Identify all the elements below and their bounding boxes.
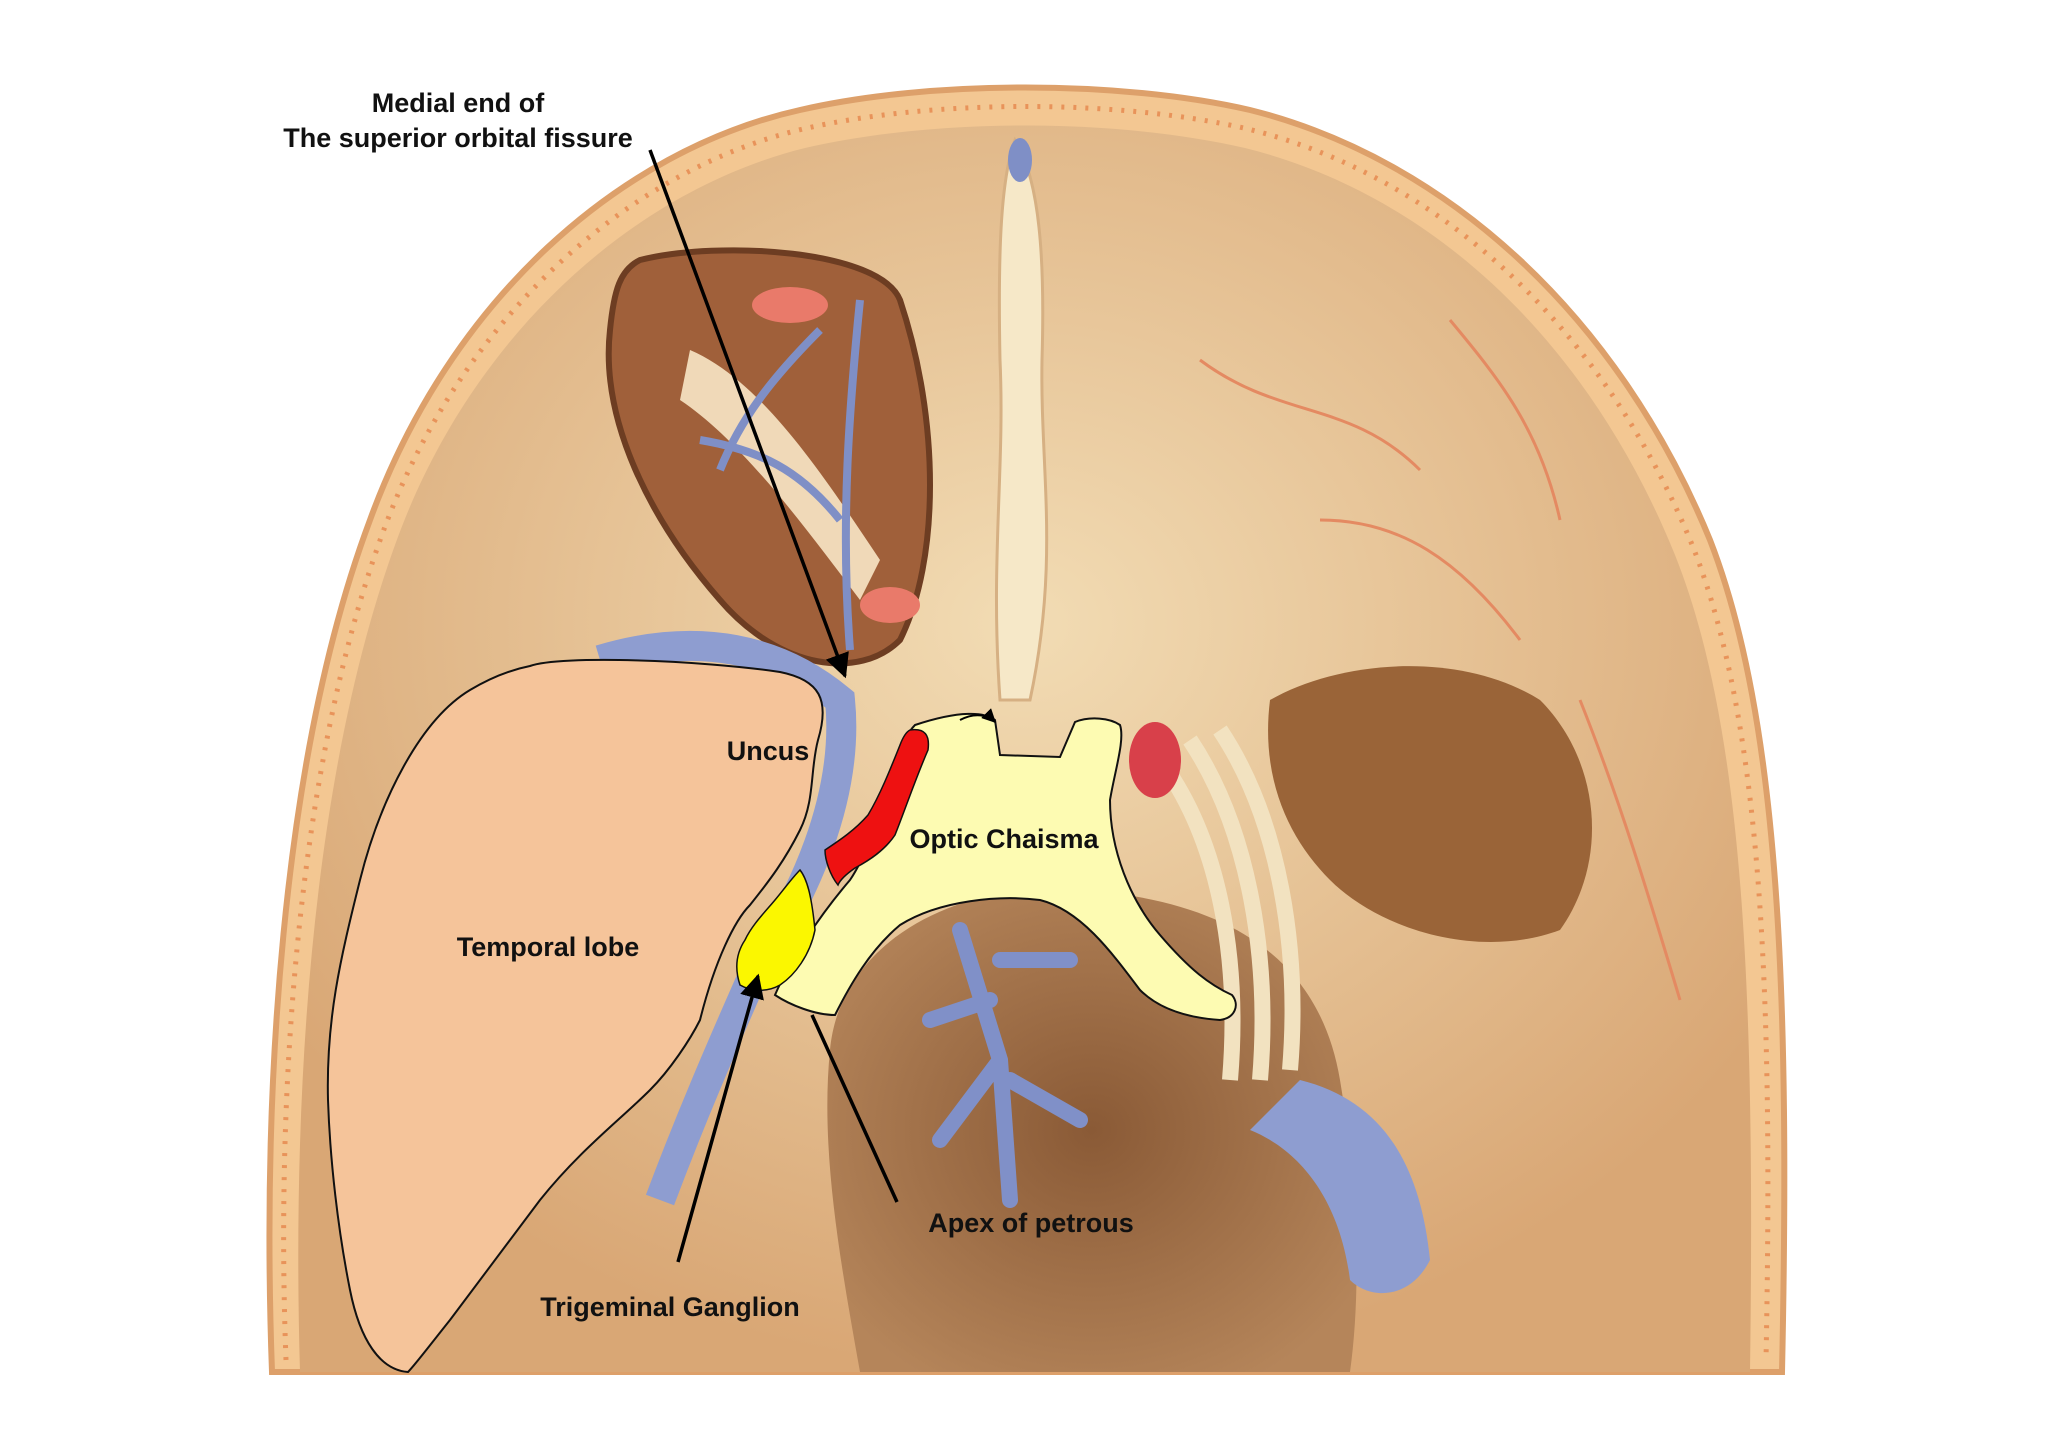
crista-vein — [1008, 138, 1032, 182]
label-uncus: Uncus — [727, 736, 810, 766]
internal-carotid-artery-shape — [824, 728, 930, 887]
right-sinus-vein — [1250, 1080, 1430, 1294]
crista-galli — [994, 136, 1049, 702]
orbit-red-1 — [752, 287, 828, 323]
right-fossa-vessels — [1199, 319, 1682, 1001]
arrow-chiasma-tip — [959, 708, 996, 723]
orbit-muscle — [680, 350, 880, 600]
skull-diploe-dots — [281, 104, 1771, 1361]
arrow-apex-of-petrous — [810, 1014, 899, 1203]
arrow-superior-orbital-fissure — [648, 149, 849, 679]
arrow-trigeminal-ganglion — [676, 973, 764, 1263]
right-carotid — [1129, 722, 1181, 798]
trigeminal-ganglion-shape — [735, 868, 816, 991]
label-trigeminal-ganglion: Trigeminal Ganglion — [540, 1292, 800, 1322]
label-apex-of-petrous: Apex of petrous — [928, 1208, 1134, 1238]
label-optic-chiasma: Optic Chaisma — [909, 824, 1099, 854]
orbit-red-2 — [860, 587, 920, 623]
label-temporal-lobe: Temporal lobe — [457, 932, 640, 962]
temporal-lobe-shape — [326, 658, 824, 1374]
basilar-venous-plexus — [922, 922, 1088, 1208]
left-sphenoparietal-vein — [595, 630, 857, 1206]
label-sof-line2: The superior orbital fissure — [283, 123, 633, 153]
right-petrous-nerves — [1153, 725, 1301, 1081]
orbit-vessels — [699, 299, 864, 651]
right-middle-fossa — [1268, 666, 1593, 942]
label-sof-line1: Medial end of — [372, 88, 546, 118]
